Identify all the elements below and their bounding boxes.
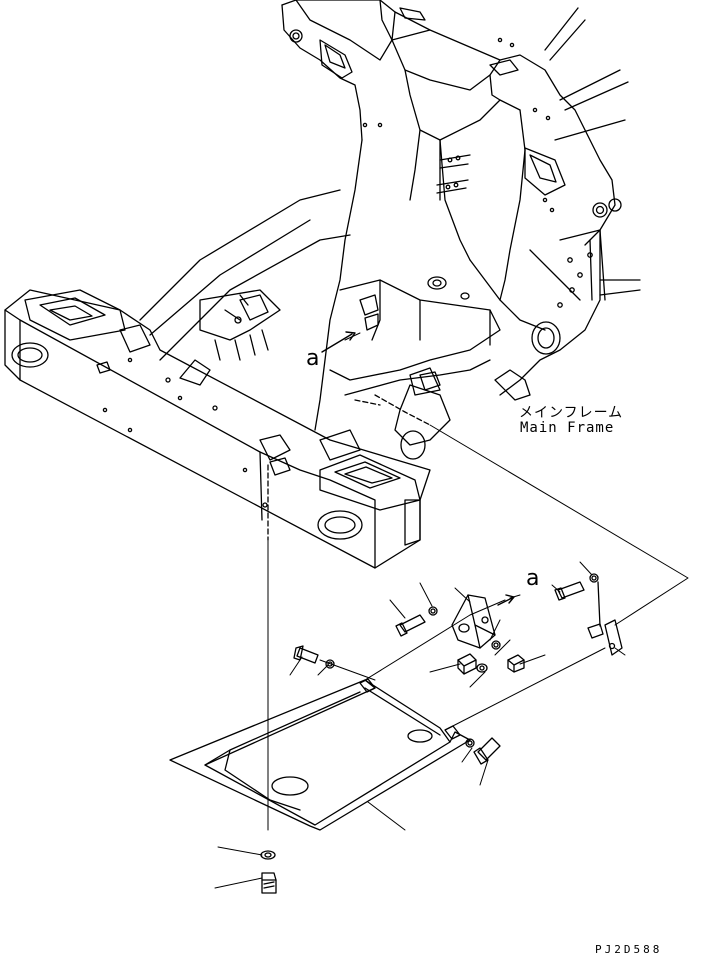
under-cover-plate: [170, 679, 470, 830]
drawing-code: PJ2D588: [595, 943, 663, 956]
fasteners: [261, 574, 598, 893]
callout-a-bracket: a: [526, 566, 540, 591]
right-bracket: [588, 582, 622, 655]
callout-a-frame: a: [306, 346, 320, 371]
assembly-leader-lines: [268, 395, 430, 540]
main-frame-label-en: Main Frame: [520, 420, 615, 436]
main-frame: [5, 0, 640, 568]
main-frame-label-jp: メインフレーム: [519, 405, 624, 421]
cover-bracket: [452, 595, 495, 648]
part-leaders: [215, 562, 625, 888]
arrow-a-frame: [322, 332, 355, 352]
assembly-lines: [268, 333, 688, 830]
arrow-a-bracket: [498, 595, 514, 605]
